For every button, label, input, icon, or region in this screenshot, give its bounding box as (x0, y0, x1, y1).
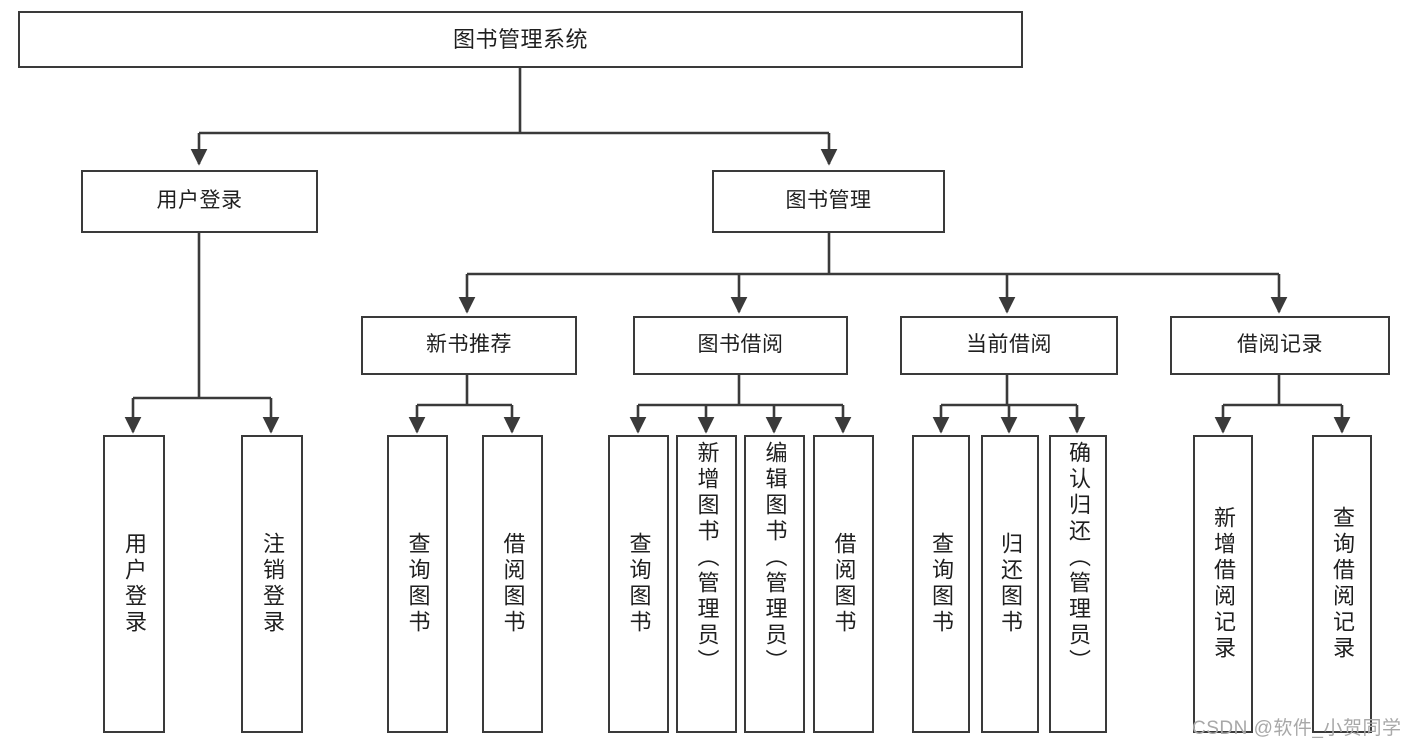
node-label: 当前借阅 (966, 333, 1052, 357)
node-label: 编辑图书（管理员） (762, 441, 788, 675)
node-label: 新增图书（管理员） (694, 441, 720, 675)
node-label: 归还图书 (998, 532, 1023, 636)
node-label: 新书推荐 (426, 333, 512, 357)
node-label: 借阅记录 (1237, 333, 1323, 357)
node-label: 新增借阅记录 (1211, 506, 1236, 662)
node-borrow-record[interactable]: 借阅记录 (1170, 316, 1390, 375)
leaf-add-book[interactable]: 新增图书（管理员） (676, 435, 737, 733)
node-label: 查询图书 (405, 532, 431, 636)
node-current-borrow[interactable]: 当前借阅 (900, 316, 1118, 375)
leaf-return-book[interactable]: 归还图书 (981, 435, 1039, 733)
leaf-user-login[interactable]: 用户登录 (103, 435, 165, 733)
node-label: 查询图书 (929, 532, 954, 636)
connector-lines (124, 68, 1351, 434)
node-book-management-system[interactable]: 图书管理系统 (18, 11, 1023, 68)
node-label: 确认归还（管理员） (1066, 441, 1091, 675)
node-label: 查询图书 (626, 532, 652, 636)
node-label: 借阅图书 (831, 532, 857, 636)
node-label: 用户登录 (122, 532, 147, 636)
node-label: 查询借阅记录 (1330, 506, 1355, 662)
node-label: 图书借阅 (697, 333, 784, 357)
leaf-query-book-1[interactable]: 查询图书 (387, 435, 448, 733)
leaf-borrow-book-2[interactable]: 借阅图书 (813, 435, 874, 733)
leaf-query-book-2[interactable]: 查询图书 (608, 435, 669, 733)
node-label: 注销登录 (260, 532, 285, 636)
csdn-watermark: CSDN @软件_小贺同学 (1192, 718, 1402, 739)
node-label: 用户登录 (156, 189, 243, 213)
node-new-book-recommend[interactable]: 新书推荐 (361, 316, 577, 375)
node-user-login[interactable]: 用户登录 (81, 170, 318, 233)
node-label: 图书管理系统 (452, 26, 588, 52)
node-book-management[interactable]: 图书管理 (712, 170, 945, 233)
leaf-query-record[interactable]: 查询借阅记录 (1312, 435, 1372, 733)
leaf-add-record[interactable]: 新增借阅记录 (1193, 435, 1253, 733)
node-label: 借阅图书 (500, 532, 526, 636)
node-label: 图书管理 (785, 189, 872, 213)
leaf-borrow-book-1[interactable]: 借阅图书 (482, 435, 543, 733)
node-book-borrow[interactable]: 图书借阅 (633, 316, 848, 375)
leaf-logout-login[interactable]: 注销登录 (241, 435, 303, 733)
leaf-query-book-3[interactable]: 查询图书 (912, 435, 970, 733)
leaf-edit-book[interactable]: 编辑图书（管理员） (744, 435, 805, 733)
leaf-confirm-return[interactable]: 确认归还（管理员） (1049, 435, 1107, 733)
